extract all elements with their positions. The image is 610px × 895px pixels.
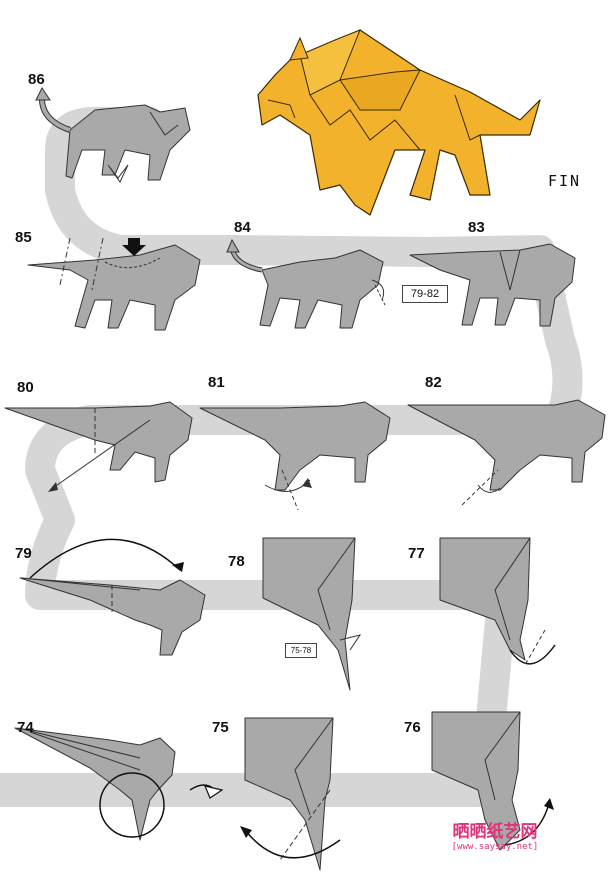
step-85-figure [27, 237, 201, 331]
step-80-figure [4, 401, 193, 492]
step-86-figure [35, 87, 191, 183]
step-77-figure [439, 537, 556, 666]
step-number-82: 82 [425, 374, 442, 391]
step-84-figure [226, 238, 386, 329]
step-number-78: 78 [228, 553, 245, 570]
step-number-86: 86 [28, 71, 45, 88]
step-74-figure [14, 727, 224, 841]
step-number-81: 81 [208, 374, 225, 391]
repeat-steps-79-82-box: 79-82 [402, 285, 448, 303]
step-number-83: 83 [468, 219, 485, 236]
step-number-80: 80 [17, 379, 34, 396]
watermark: 晒晒纸艺网 [www.saysay.net] [440, 823, 550, 852]
step-number-76: 76 [404, 719, 421, 736]
step-79-figure [19, 538, 206, 656]
step-76-figure [431, 711, 554, 851]
step-78-figure [262, 537, 362, 691]
step-83-figure [409, 243, 576, 327]
step-number-77: 77 [408, 545, 425, 562]
step-number-74: 74 [17, 719, 34, 736]
step-82-figure [407, 399, 606, 506]
step-number-84: 84 [234, 219, 251, 236]
repeat-steps-75-78-box: 75-78 [285, 643, 317, 658]
finished-lion-model [257, 29, 541, 216]
step-number-75: 75 [212, 719, 229, 736]
finish-label: FIN [548, 172, 582, 190]
step-number-85: 85 [15, 229, 32, 246]
step-75-figure [240, 717, 341, 871]
step-number-79: 79 [15, 545, 32, 562]
watermark-url: [www.saysay.net] [451, 841, 539, 852]
step-81-figure [199, 401, 391, 511]
watermark-title: 晒晒纸艺网 [452, 822, 538, 842]
